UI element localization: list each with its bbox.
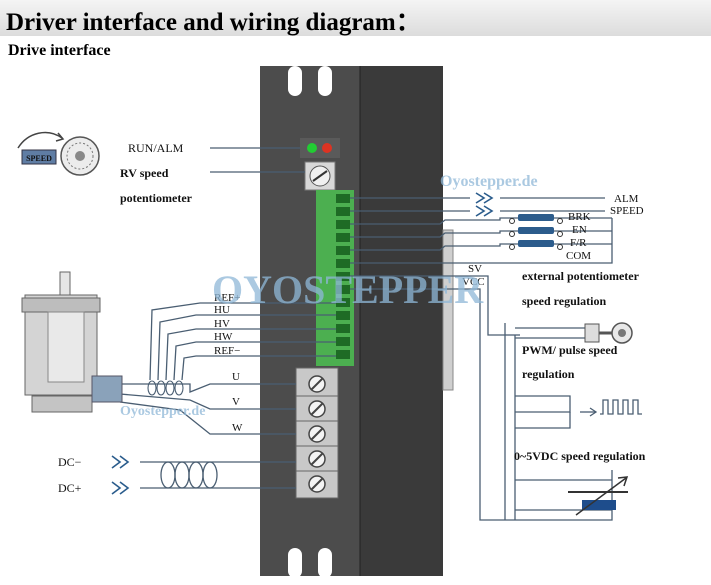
left-wiring [110, 147, 336, 489]
page-title: Driver interface and wiring diagram： [6, 9, 421, 36]
rv-potentiometer-knob [304, 161, 336, 191]
driver-unit [260, 66, 454, 578]
w-label: W [232, 422, 243, 434]
dc-minus-label: DC− [58, 455, 82, 469]
pwm-label-2: regulation [522, 367, 575, 381]
sv-label: SV [468, 263, 482, 275]
watermarks: Oyostepper.de Oyostepper.de OYOSTEPPER [120, 173, 538, 419]
en-label: EN [572, 224, 587, 236]
watermark-bottom: Oyostepper.de [120, 404, 205, 419]
vcc-label: VCC [462, 276, 485, 288]
vdc-label: 0~5VDC speed regulation [514, 449, 646, 463]
com-label: COM [566, 250, 591, 262]
ref-plus-label: REF+ [214, 292, 240, 304]
ext-pot-label-1: external potentiometer [522, 269, 640, 283]
hu-label: HU [214, 304, 230, 316]
fr-label: F/R [570, 237, 587, 249]
ext-pot-label-2: speed regulation [522, 294, 606, 308]
u-label: U [232, 371, 240, 383]
external-potentiometer [584, 322, 633, 344]
output-arrows [475, 192, 494, 217]
power-terminal-block [295, 367, 339, 499]
hw-label: HW [214, 331, 233, 343]
rv-speed-label: RV speed [120, 166, 169, 180]
title-bar: Driver interface and wiring diagram： [0, 0, 711, 36]
motor-wire-loops [147, 380, 184, 396]
dc-wire-twist [160, 461, 218, 489]
adjustable-voltage-source [568, 476, 629, 516]
input-switches [509, 214, 563, 250]
speed-label: SPEED [610, 205, 644, 217]
speed-dial-icon: SPEED [17, 131, 100, 176]
watermark-top: Oyostepper.de [440, 173, 538, 190]
status-leds [300, 138, 340, 158]
speed-icon-label: SPEED [26, 154, 52, 163]
section-title: Drive interface [8, 42, 111, 59]
bldc-motor [21, 271, 123, 413]
pwm-waveform [580, 399, 642, 417]
dc-plus-label: DC+ [58, 481, 82, 495]
dc-input-arrows [111, 455, 130, 495]
hv-label: HV [214, 318, 230, 330]
potentiometer-label: potentiometer [120, 191, 193, 205]
run-alm-label: RUN/ALM [128, 141, 184, 155]
brk-label: BRK [568, 211, 591, 223]
alm-label: ALM [614, 193, 639, 205]
labels: RUN/ALM RV speed potentiometer ALM SPEED… [58, 141, 646, 495]
pwm-label-1: PWM/ pulse speed [522, 343, 618, 357]
v-label: V [232, 396, 240, 408]
ref-minus-label: REF− [214, 345, 240, 357]
signal-terminal-block [316, 190, 354, 366]
watermark-large: OYOSTEPPER [212, 267, 484, 312]
